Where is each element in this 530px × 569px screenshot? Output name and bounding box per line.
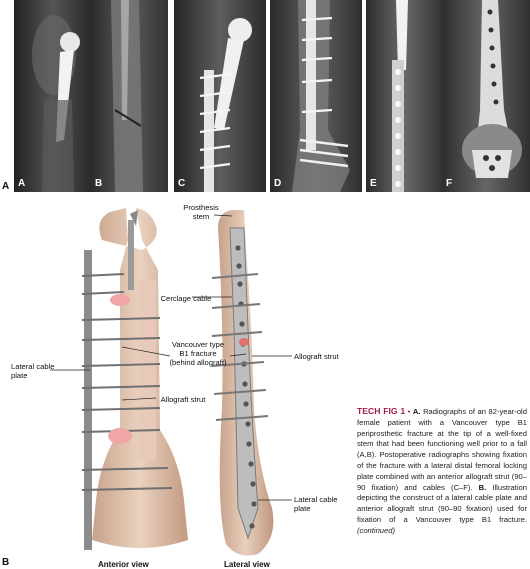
vancouver-fracture-label: Vancouver type B1 fracture (behind allog… [169,340,227,367]
radiograph-f-image [442,0,530,192]
radiograph-label: B [95,178,103,189]
radiograph-e-image [366,0,442,192]
caption-bullet: • [407,407,411,416]
radiograph-a: A [14,0,91,192]
radiograph-d: D [270,0,362,192]
radiograph-label: D [274,178,282,189]
lateral-cable-plate-label-left: Lateral cable plate [11,362,55,380]
allograft-strut-label-right: Allograft strut [294,352,339,361]
radiograph-b: B [91,0,168,192]
lateral-view-label: Lateral view [224,560,270,569]
figure-caption: TECH FIG 1 • A. Radiographs of an 82-yea… [357,406,527,537]
caption-part-a-text: Radiographs of an 82-year-old female pat… [357,407,527,492]
radiograph-c-image [174,0,266,192]
cerclage-cable-label: Cerclage cable [160,294,212,303]
radiograph-label: A [18,178,26,189]
caption-part-b-text: Illustration depicting the construct of … [357,482,527,524]
allograft-strut-label-left: Allograft strut [160,395,206,404]
radiograph-d-image [270,0,362,192]
radiograph-b-image [91,0,168,192]
femur-anterior-illustration [81,208,188,550]
radiograph-label: C [178,178,186,189]
radiograph-e: E [366,0,442,192]
caption-part-a-letter: A. [412,407,421,416]
panel-a-letter: A [2,181,10,192]
femur-lateral-illustration [211,210,274,556]
lateral-cable-plate-label-right: Lateral cable plate [294,495,338,513]
caption-continued: (continued) [357,525,395,535]
caption-figure-label: TECH FIG 1 [357,406,406,416]
anterior-view-label: Anterior view [98,560,149,569]
panel-b-letter: B [2,557,10,568]
prosthesis-stem-label: Prosthesis stem [183,203,219,221]
radiograph-f: F [442,0,530,192]
caption-part-b-letter: B. [478,482,487,492]
radiograph-a-image [14,0,91,192]
radiograph-label: E [370,178,377,189]
radiograph-label: F [446,178,453,189]
radiograph-c: C [174,0,266,192]
